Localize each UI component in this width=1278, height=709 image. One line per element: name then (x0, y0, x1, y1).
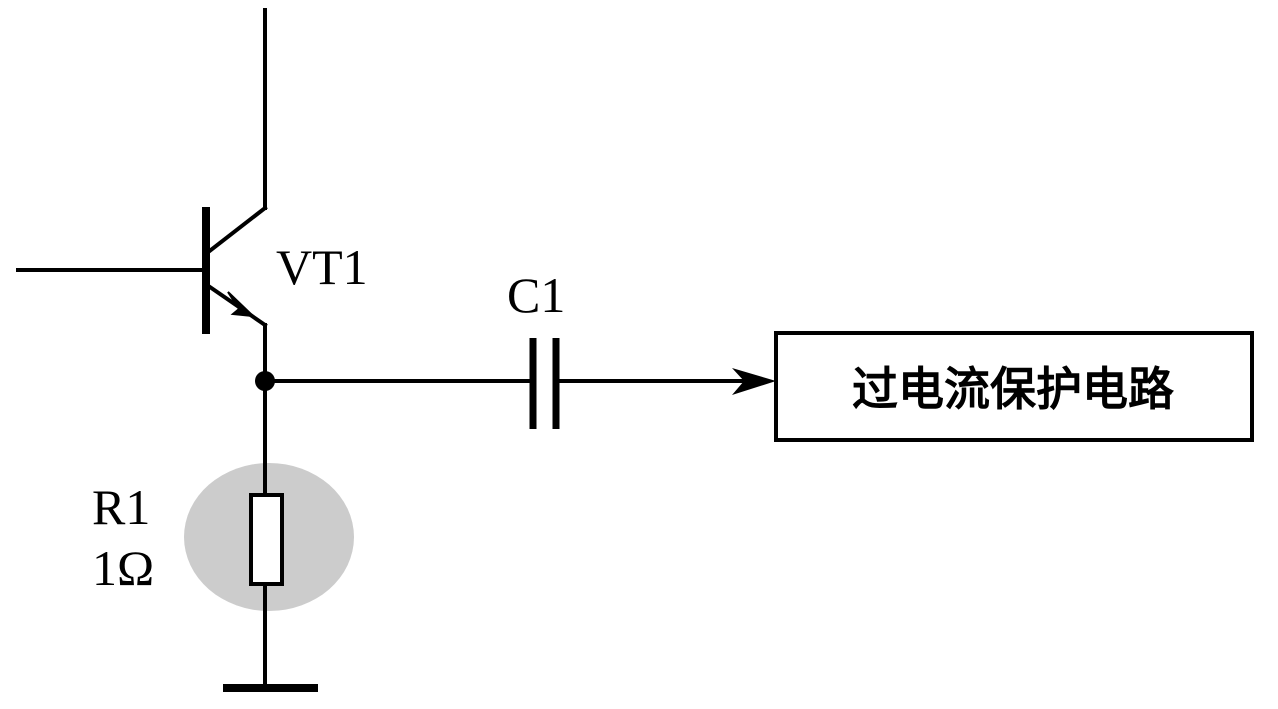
transistor-designator: VT1 (276, 239, 368, 295)
emitter-arrow-icon (227, 291, 256, 318)
capacitor-designator: C1 (507, 267, 565, 323)
signal-arrow-icon (732, 368, 776, 395)
resistor-body (249, 493, 284, 586)
protection-block-label: 过电流保护电路 (852, 362, 1175, 416)
protection-block (774, 331, 1254, 442)
resistor-value: 1Ω (92, 540, 154, 596)
collector-lead (204, 205, 268, 256)
resistor-designator: R1 (92, 479, 150, 535)
